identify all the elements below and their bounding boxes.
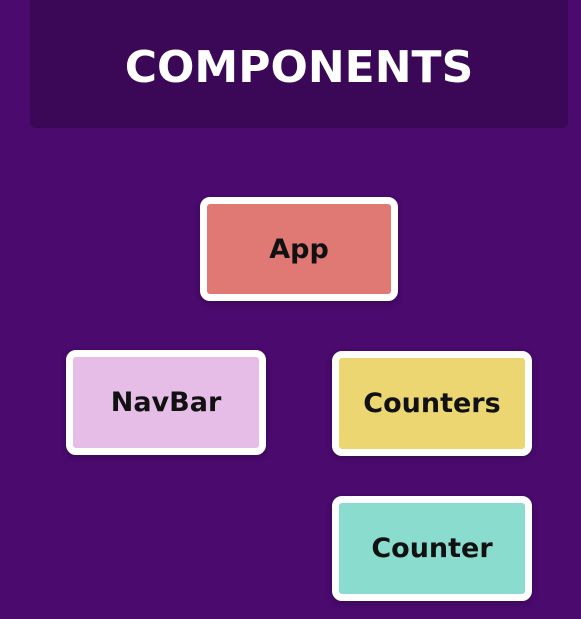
app-component-label: App bbox=[269, 233, 329, 265]
diagram-title: COMPONENTS bbox=[124, 41, 474, 93]
counters-component-label: Counters bbox=[363, 388, 501, 419]
app-component-node: App bbox=[200, 197, 398, 301]
counters-component-node: Counters bbox=[332, 351, 532, 456]
title-banner: COMPONENTS bbox=[30, 0, 568, 128]
navbar-component-label: NavBar bbox=[110, 387, 222, 418]
counter-component-node: Counter bbox=[332, 496, 532, 601]
counter-component-label: Counter bbox=[371, 533, 493, 564]
navbar-component-node: NavBar bbox=[66, 350, 266, 455]
